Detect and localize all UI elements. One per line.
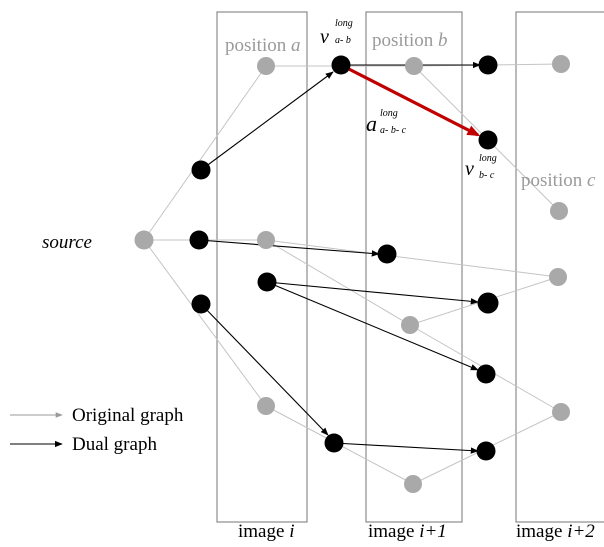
original-node [550, 202, 568, 220]
svg-text:v: v [320, 26, 329, 48]
image-i1-label: image i+1 [368, 521, 447, 542]
original-node [257, 57, 275, 75]
dual-node [191, 160, 211, 180]
highlight-edge-a-b-c [340, 63, 481, 137]
image-i2-label: image i+2 [516, 521, 595, 542]
original-node [401, 316, 419, 334]
svg-text:a- b: a- b [335, 35, 351, 46]
dual-node [189, 230, 209, 250]
dual-graph-nodes [189, 55, 499, 461]
svg-text:v: v [465, 158, 474, 180]
dual-node [257, 272, 277, 292]
legend-original-text: Original graph [72, 405, 184, 426]
image-i1-box [365, 11, 463, 523]
original-graph-nodes [134, 55, 570, 493]
source-label: source [42, 232, 92, 253]
image-i-label: image i [238, 521, 294, 542]
position-b-label: position b [372, 30, 447, 51]
svg-text:long: long [479, 153, 497, 164]
image-i-box [216, 11, 308, 523]
svg-text:a- b- c: a- b- c [380, 125, 407, 136]
original-graph-edges [143, 63, 562, 485]
svg-text:long: long [335, 18, 353, 29]
source-node [134, 230, 154, 250]
svg-text:a: a [366, 111, 377, 136]
dual-node [477, 292, 499, 314]
position-c-label: position c [521, 170, 596, 191]
v-bc-label: v long b- c [465, 153, 497, 181]
original-node [257, 231, 275, 249]
v-ab-label: v long a- b [320, 18, 353, 48]
legend: Original graph Dual graph [10, 405, 184, 455]
legend-dual-text: Dual graph [72, 434, 157, 455]
position-a-label: position a [225, 35, 300, 56]
dual-node [191, 294, 211, 314]
original-node [257, 397, 275, 415]
dual-node [377, 244, 397, 264]
original-node [549, 268, 567, 286]
original-node [552, 403, 570, 421]
dual-node-v-bc [478, 130, 498, 150]
svg-text:long: long [380, 108, 398, 119]
dual-node [478, 55, 498, 75]
image-i2-box [515, 11, 604, 523]
dual-node [476, 364, 496, 384]
dual-graph-edges [198, 61, 481, 454]
original-node [404, 475, 422, 493]
dual-node [324, 433, 344, 453]
svg-text:b- c: b- c [479, 170, 495, 181]
original-node [405, 57, 423, 75]
dual-node-v-ab [331, 55, 351, 75]
original-node [552, 55, 570, 73]
a-abc-label: a long a- b- c [366, 108, 407, 136]
dual-node [476, 441, 496, 461]
